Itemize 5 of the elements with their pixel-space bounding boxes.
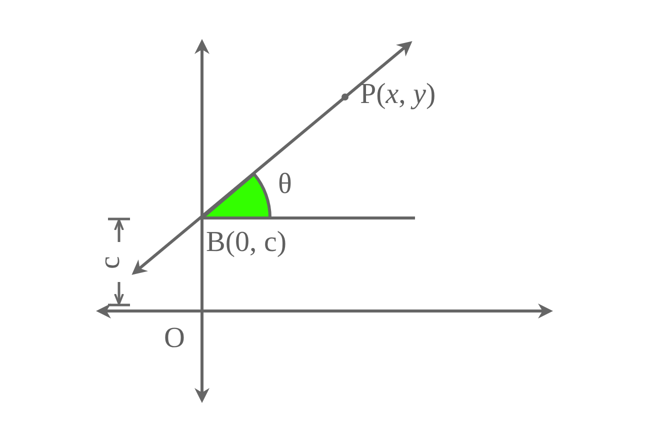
angle-label: θ xyxy=(278,170,292,199)
point-label: P(x, y) xyxy=(360,80,436,109)
dimension-label: c xyxy=(96,256,125,269)
origin-label: O xyxy=(164,324,185,353)
point-label: B(0, c) xyxy=(206,228,287,257)
